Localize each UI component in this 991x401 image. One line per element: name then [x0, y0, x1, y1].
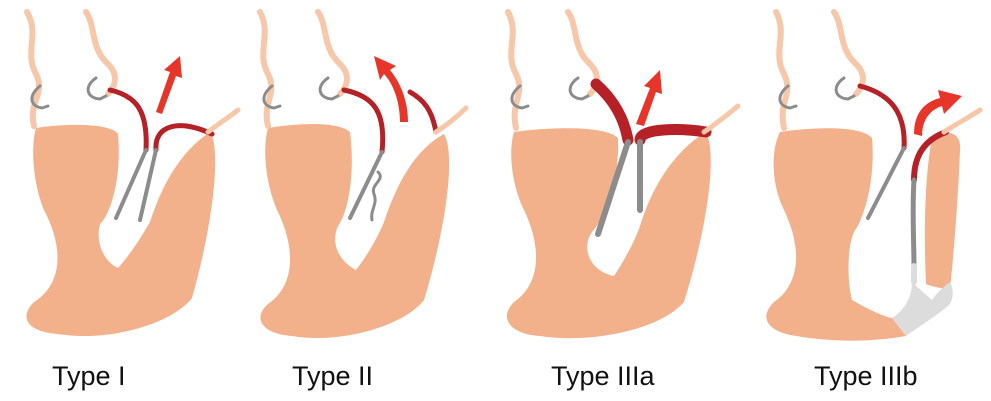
hook-icon: [318, 76, 340, 101]
vessel: [634, 124, 712, 146]
caption-type-2: Type II: [292, 361, 374, 391]
vessel: [107, 87, 149, 153]
hook-icon: [568, 76, 590, 101]
fiber: [370, 170, 382, 222]
up-arrow-icon: [914, 90, 962, 136]
fiber: [910, 177, 917, 273]
right-tube: [941, 107, 983, 135]
fiber: [138, 148, 158, 222]
left-tube: [257, 9, 275, 129]
caption-type-3a: Type IIIa: [551, 361, 655, 391]
fiber: [114, 148, 148, 220]
right-tube: [315, 9, 350, 97]
right-tube: [205, 107, 241, 135]
hook-icon: [510, 84, 530, 110]
caption-type-3b: Type IIIb: [814, 361, 918, 391]
panel-type-1: [24, 9, 241, 337]
fiber: [595, 139, 631, 237]
hook-icon: [30, 84, 50, 110]
up-arrow-icon: [374, 56, 408, 122]
vessel: [590, 78, 634, 146]
fiber: [866, 146, 906, 220]
hook-icon: [778, 84, 798, 110]
left-tube: [773, 9, 791, 131]
body-shape: [260, 124, 450, 339]
up-arrow-icon: [156, 56, 182, 114]
vessel: [407, 89, 439, 135]
panel-type-2: [257, 9, 469, 339]
fiber: [348, 150, 384, 220]
hook-icon: [834, 76, 856, 101]
panel-type-3a: [505, 9, 741, 339]
right-tube: [433, 105, 469, 135]
hook-icon: [262, 84, 282, 110]
hook-icon: [86, 76, 108, 101]
body-shape: [766, 128, 906, 341]
body-shape: [924, 132, 961, 290]
right-tube: [701, 103, 741, 135]
up-arrow-icon: [636, 70, 662, 126]
right-tube: [83, 9, 118, 97]
vessel: [911, 129, 949, 183]
vessel: [153, 123, 215, 153]
cap-shape: [892, 282, 953, 336]
body-shape: [26, 124, 216, 337]
vessel: [341, 87, 386, 155]
left-tube: [505, 9, 523, 131]
vessel: [857, 83, 907, 151]
panel-type-3b: [766, 9, 983, 341]
caption-type-1: Type I: [52, 361, 126, 391]
body-shape: [506, 128, 711, 339]
left-tube: [24, 9, 43, 129]
